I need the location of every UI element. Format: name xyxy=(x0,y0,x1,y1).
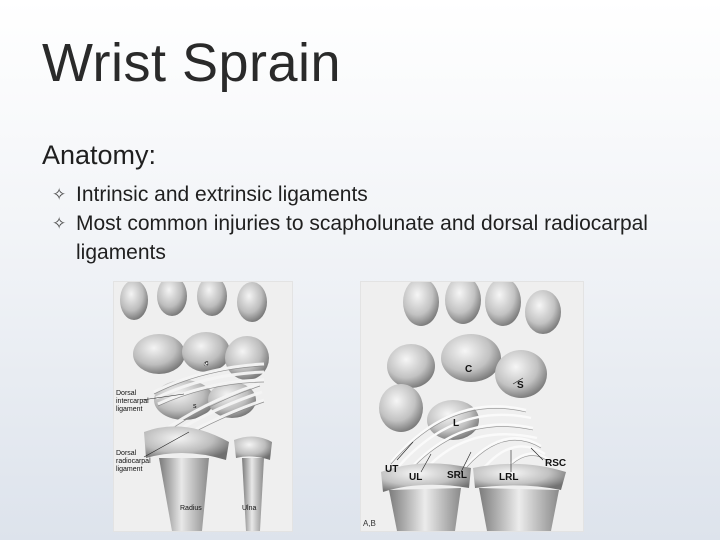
label-dorsal-radiocarpal-ligament: Dorsal radiocarpal ligament xyxy=(116,450,151,473)
label-S: S xyxy=(517,380,524,391)
slide-title: Wrist Sprain xyxy=(42,33,342,93)
bullet-text: Most common injuries to scapholunate and… xyxy=(76,212,648,264)
bullet-item: ✧ Intrinsic and extrinsic ligaments xyxy=(52,180,692,209)
label-C: C xyxy=(465,364,473,375)
label-UT: UT xyxy=(385,464,399,475)
section-heading: Anatomy: xyxy=(42,140,157,170)
star-bullet-icon: ✧ xyxy=(52,214,67,233)
figure-caption: A,B xyxy=(363,519,376,528)
label-LRL: LRL xyxy=(499,472,519,483)
label-c: c xyxy=(205,360,209,367)
star-bullet-icon: ✧ xyxy=(52,185,67,204)
label-SRL: SRL xyxy=(447,470,467,481)
label-s: s xyxy=(193,403,197,410)
bullet-text: Intrinsic and extrinsic ligaments xyxy=(76,183,368,206)
label-RSC: RSC xyxy=(545,458,567,469)
dorsal-wrist-ligament-illustration: c s Dorsal intercarpal ligament Dorsal r… xyxy=(113,281,293,532)
label-UL: UL xyxy=(409,472,423,483)
label-L: L xyxy=(453,418,460,429)
bullet-item: ✧ Most common injuries to scapholunate a… xyxy=(52,209,692,267)
wrist-bones-drawing xyxy=(120,282,272,531)
bullet-list: ✧ Intrinsic and extrinsic ligaments ✧ Mo… xyxy=(52,180,692,267)
palmar-wrist-ligament-illustration: C S L UT UL SRL LRL RSC A,B xyxy=(360,281,584,532)
label-ulna: Ulna xyxy=(242,505,257,512)
label-radius: Radius xyxy=(180,505,202,512)
wrist-palmar-drawing xyxy=(379,282,566,531)
label-dorsal-intercarpal-ligament: Dorsal intercarpal ligament xyxy=(116,390,149,413)
